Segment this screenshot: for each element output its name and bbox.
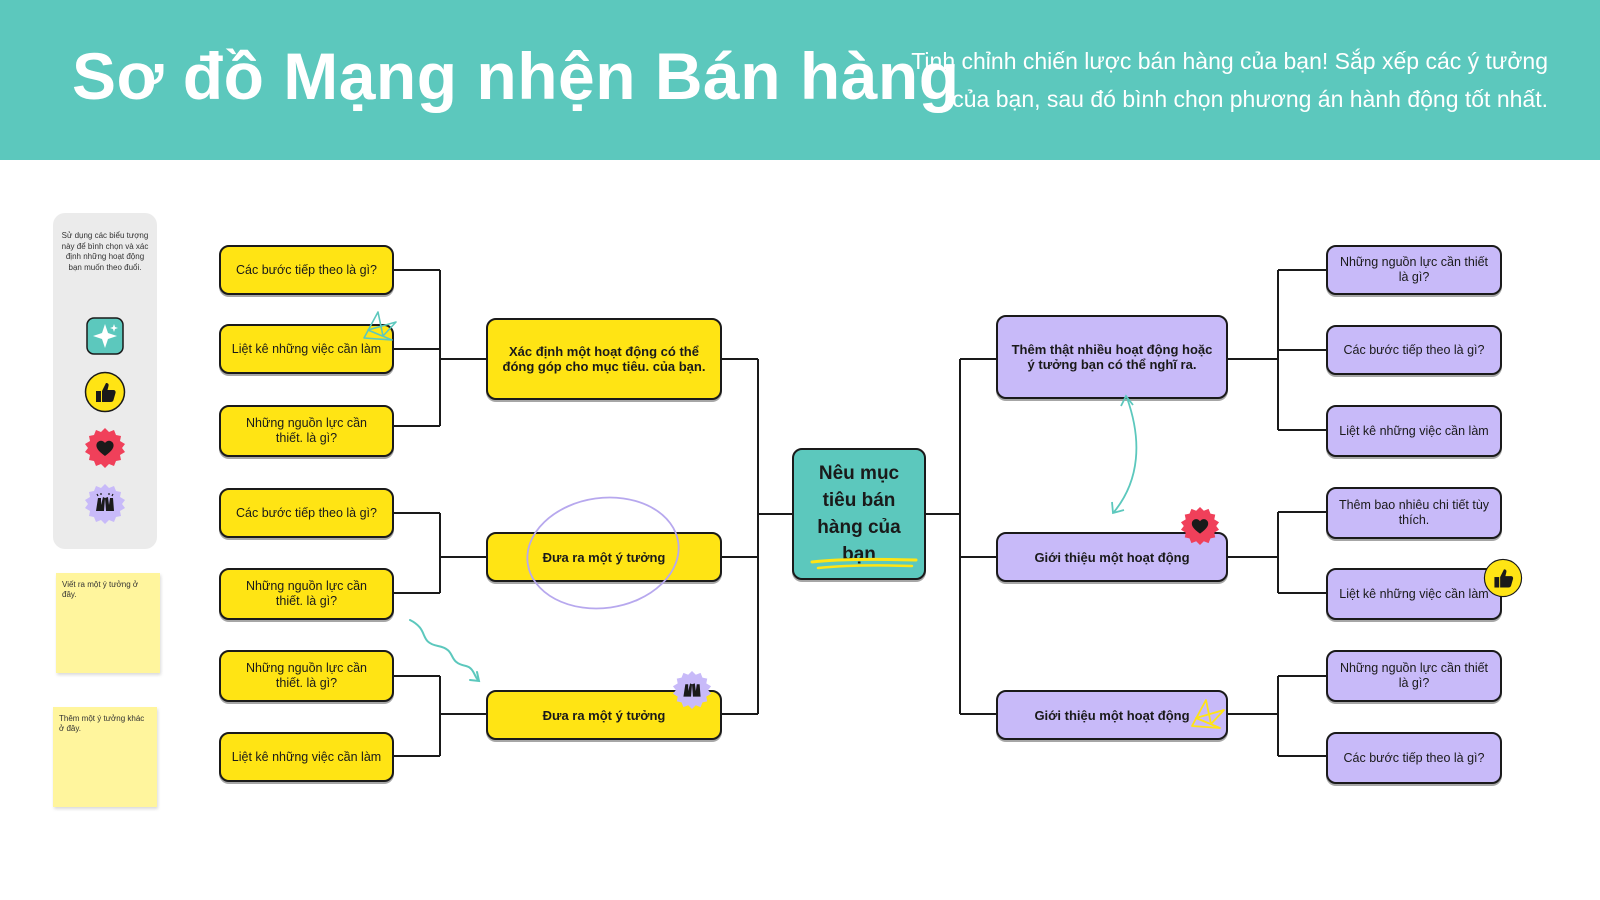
header-banner: Sơ đồ Mạng nhện Bán hàng Tinh chỉnh chiế…	[0, 0, 1600, 160]
highlight-underline	[810, 557, 918, 570]
right-branch-1-child-1[interactable]: Những nguồn lực cần thiết là gì?	[1326, 245, 1502, 295]
right-branch-1-node[interactable]: Thêm thật nhiều hoạt động hoặc ý tưởng b…	[996, 315, 1228, 399]
right-branch-2-child-2[interactable]: Liệt kê những việc cần làm	[1326, 568, 1502, 620]
heart-icon	[1180, 506, 1220, 546]
left-branch-3-child-2[interactable]: Liệt kê những việc cần làm	[219, 732, 394, 782]
right-branch-2-child-1[interactable]: Thêm bao nhiêu chi tiết tùy thích.	[1326, 487, 1502, 539]
clapping-hands-icon[interactable]	[83, 482, 127, 526]
left-branch-1-child-3[interactable]: Những nguồn lực cần thiết. là gì?	[219, 405, 394, 457]
left-branch-2-node[interactable]: Đưa ra một ý tưởng	[486, 532, 722, 582]
page-title: Sơ đồ Mạng nhện Bán hàng	[72, 39, 960, 113]
left-branch-3-child-1[interactable]: Những nguồn lực cần thiết. là gì?	[219, 650, 394, 702]
left-branch-2-child-1[interactable]: Các bước tiếp theo là gì?	[219, 488, 394, 538]
sparkle-icon[interactable]	[83, 314, 127, 358]
left-branch-2-child-2[interactable]: Những nguồn lực cần thiết. là gì?	[219, 568, 394, 620]
right-branch-1-child-3[interactable]: Liệt kê những việc cần làm	[1326, 405, 1502, 457]
right-branch-3-child-1[interactable]: Những nguồn lực cần thiết là gì?	[1326, 650, 1502, 702]
thumbs-up-icon	[1482, 557, 1524, 599]
voting-instructions: Sử dụng các biểu tượng này để bình chọn …	[61, 231, 149, 272]
right-branch-3-child-2[interactable]: Các bước tiếp theo là gì?	[1326, 732, 1502, 784]
left-branch-1-node[interactable]: Xác định một hoạt động có thể đóng góp c…	[486, 318, 722, 400]
sticky-note[interactable]: Thêm một ý tưởng khác ở đây.	[53, 707, 157, 807]
left-branch-1-child-1[interactable]: Các bước tiếp theo là gì?	[219, 245, 394, 295]
sticky-note[interactable]: Viết ra một ý tưởng ở đây.	[56, 573, 160, 673]
voting-icons-panel: Sử dụng các biểu tượng này để bình chọn …	[53, 213, 157, 549]
right-branch-2-node[interactable]: Giới thiệu một hoạt động	[996, 532, 1228, 582]
thumbs-up-icon[interactable]	[83, 370, 127, 414]
clapping-hands-icon	[672, 670, 712, 710]
page-subtitle: Tinh chỉnh chiến lược bán hàng của bạn! …	[911, 48, 1548, 112]
right-branch-3-node[interactable]: Giới thiệu một hoạt động	[996, 690, 1228, 740]
heart-icon[interactable]	[83, 426, 127, 470]
left-branch-1-child-2[interactable]: Liệt kê những việc cần làm	[219, 324, 394, 374]
right-branch-1-child-2[interactable]: Các bước tiếp theo là gì?	[1326, 325, 1502, 375]
